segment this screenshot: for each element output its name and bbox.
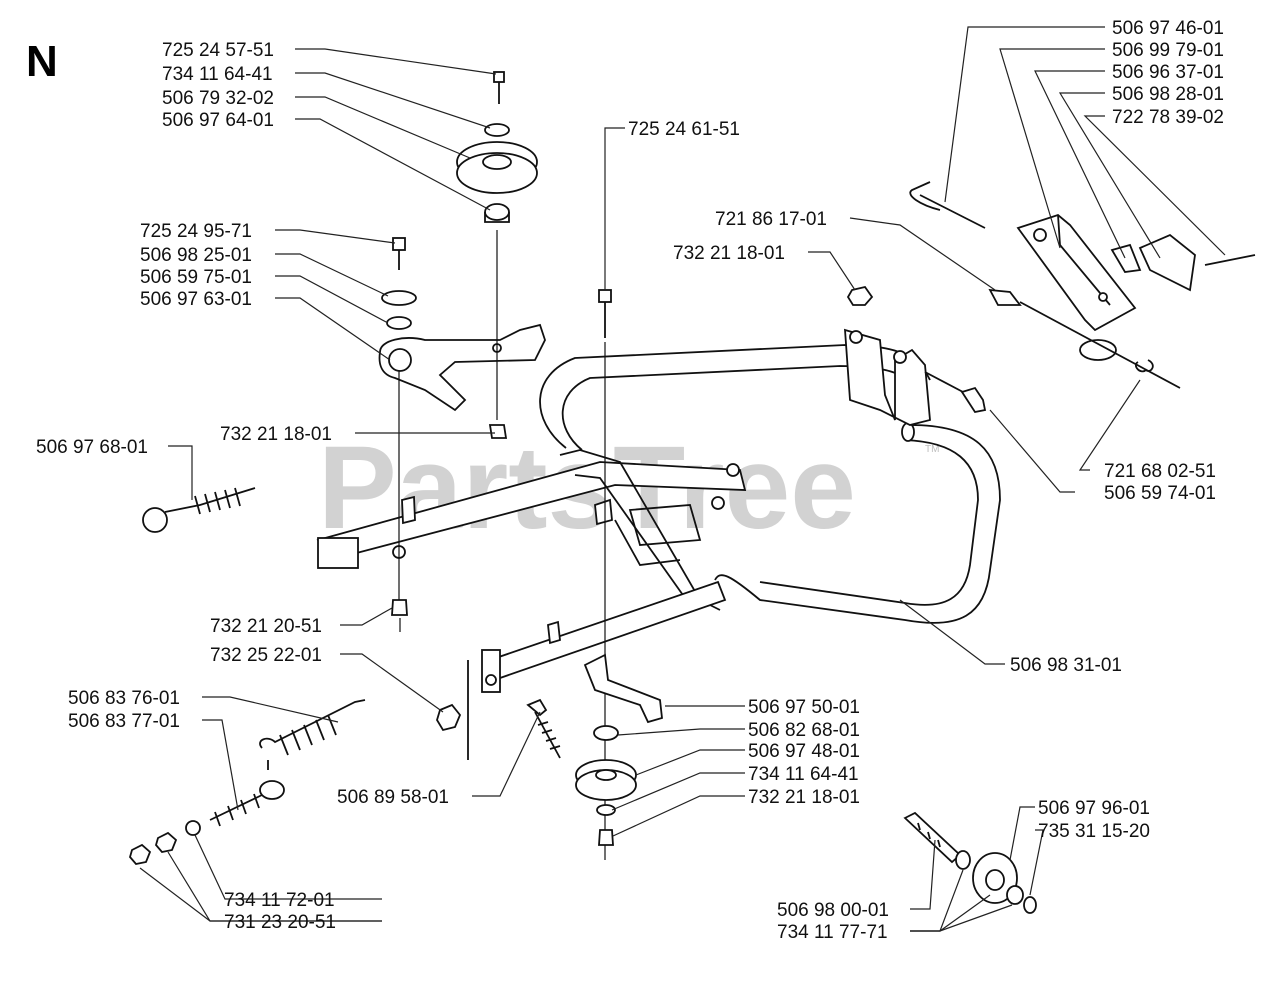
callout-washer-left: 506 98 25-01 [140, 245, 252, 266]
callout-plate: 506 98 28-01 [1112, 84, 1224, 105]
callout-wheel: 506 97 96-01 [1038, 798, 1150, 819]
leader-lines [139, 26, 1226, 932]
left-bolt-stack [381, 237, 417, 632]
callout-washer-wheel: 734 11 77-71 [777, 922, 888, 943]
callout-spring-lower: 506 83 76-01 [68, 688, 180, 709]
wheel-assembly [903, 811, 1037, 914]
callout-retainer: 735 31 15-20 [1038, 821, 1150, 842]
callout-axle: 506 98 00-01 [777, 900, 889, 921]
front-bracket [316, 449, 747, 611]
watermark-trademark: TM [925, 444, 939, 455]
callout-washer-lower-left: 734 11 72-01 [224, 890, 335, 911]
callout-bolt-upper: 725 24 57-51 [162, 40, 274, 61]
upper-pulley-stack [456, 71, 538, 439]
nut-and-screw [436, 698, 561, 759]
callout-bushing-upper: 506 97 64-01 [162, 110, 274, 131]
idler-arm-bracket [378, 323, 546, 412]
tension-spring-lower [129, 699, 366, 865]
section-letter: N [26, 37, 58, 86]
callout-cotter-pin: 722 78 39-02 [1112, 107, 1224, 128]
tension-spring-left [142, 487, 256, 533]
callout-nut-lower-left: 732 21 20-51 [210, 616, 322, 637]
callout-pin-right: 721 86 17-01 [715, 209, 827, 230]
callout-pulley-lower: 506 97 48-01 [748, 741, 860, 762]
lower-rail [467, 580, 727, 760]
callout-washer-upper: 734 11 64-41 [162, 64, 273, 85]
callout-screw-center: 506 89 58-01 [337, 787, 449, 808]
callout-nut-left: 732 21 18-01 [220, 424, 332, 445]
callout-arm-bracket: 506 97 63-01 [140, 289, 252, 310]
callout-screw-right: 506 59 74-01 [1104, 483, 1216, 504]
callout-bolt-center: 725 24 61-51 [628, 119, 740, 140]
lower-pulley-stack [575, 653, 663, 846]
right-upright-bracket [844, 285, 987, 426]
callout-nut-mid: 732 25 22-01 [210, 645, 322, 666]
callout-bushing-lower: 506 82 68-01 [748, 720, 860, 741]
callout-pulley-upper: 506 79 32-02 [162, 88, 274, 109]
callout-labels: 725 24 57-51 734 11 64-41 506 79 32-02 5… [36, 18, 1224, 943]
callout-bolt-left: 725 24 95-71 [140, 221, 252, 242]
callout-spring-left: 506 97 68-01 [36, 437, 148, 458]
pedal-linkage [909, 181, 1256, 389]
callout-pedal-bracket: 506 99 79-01 [1112, 40, 1224, 61]
callout-hair-pin: 721 68 02-51 [1104, 461, 1216, 482]
callout-eyebolt: 506 83 77-01 [68, 711, 180, 732]
callout-bracket-lower: 506 97 50-01 [748, 697, 860, 718]
callout-frame: 506 98 31-01 [1010, 655, 1122, 676]
callout-washer-lower: 734 11 64-41 [748, 764, 859, 785]
callout-nut-lower-pair: 731 23 20-51 [224, 912, 336, 933]
callout-spacer-left: 506 59 75-01 [140, 267, 252, 288]
callout-clip: 506 96 37-01 [1112, 62, 1224, 83]
callout-nut-lower: 732 21 18-01 [748, 787, 860, 808]
callout-lever-rod: 506 97 46-01 [1112, 18, 1224, 39]
callout-nut-right: 732 21 18-01 [673, 243, 785, 264]
